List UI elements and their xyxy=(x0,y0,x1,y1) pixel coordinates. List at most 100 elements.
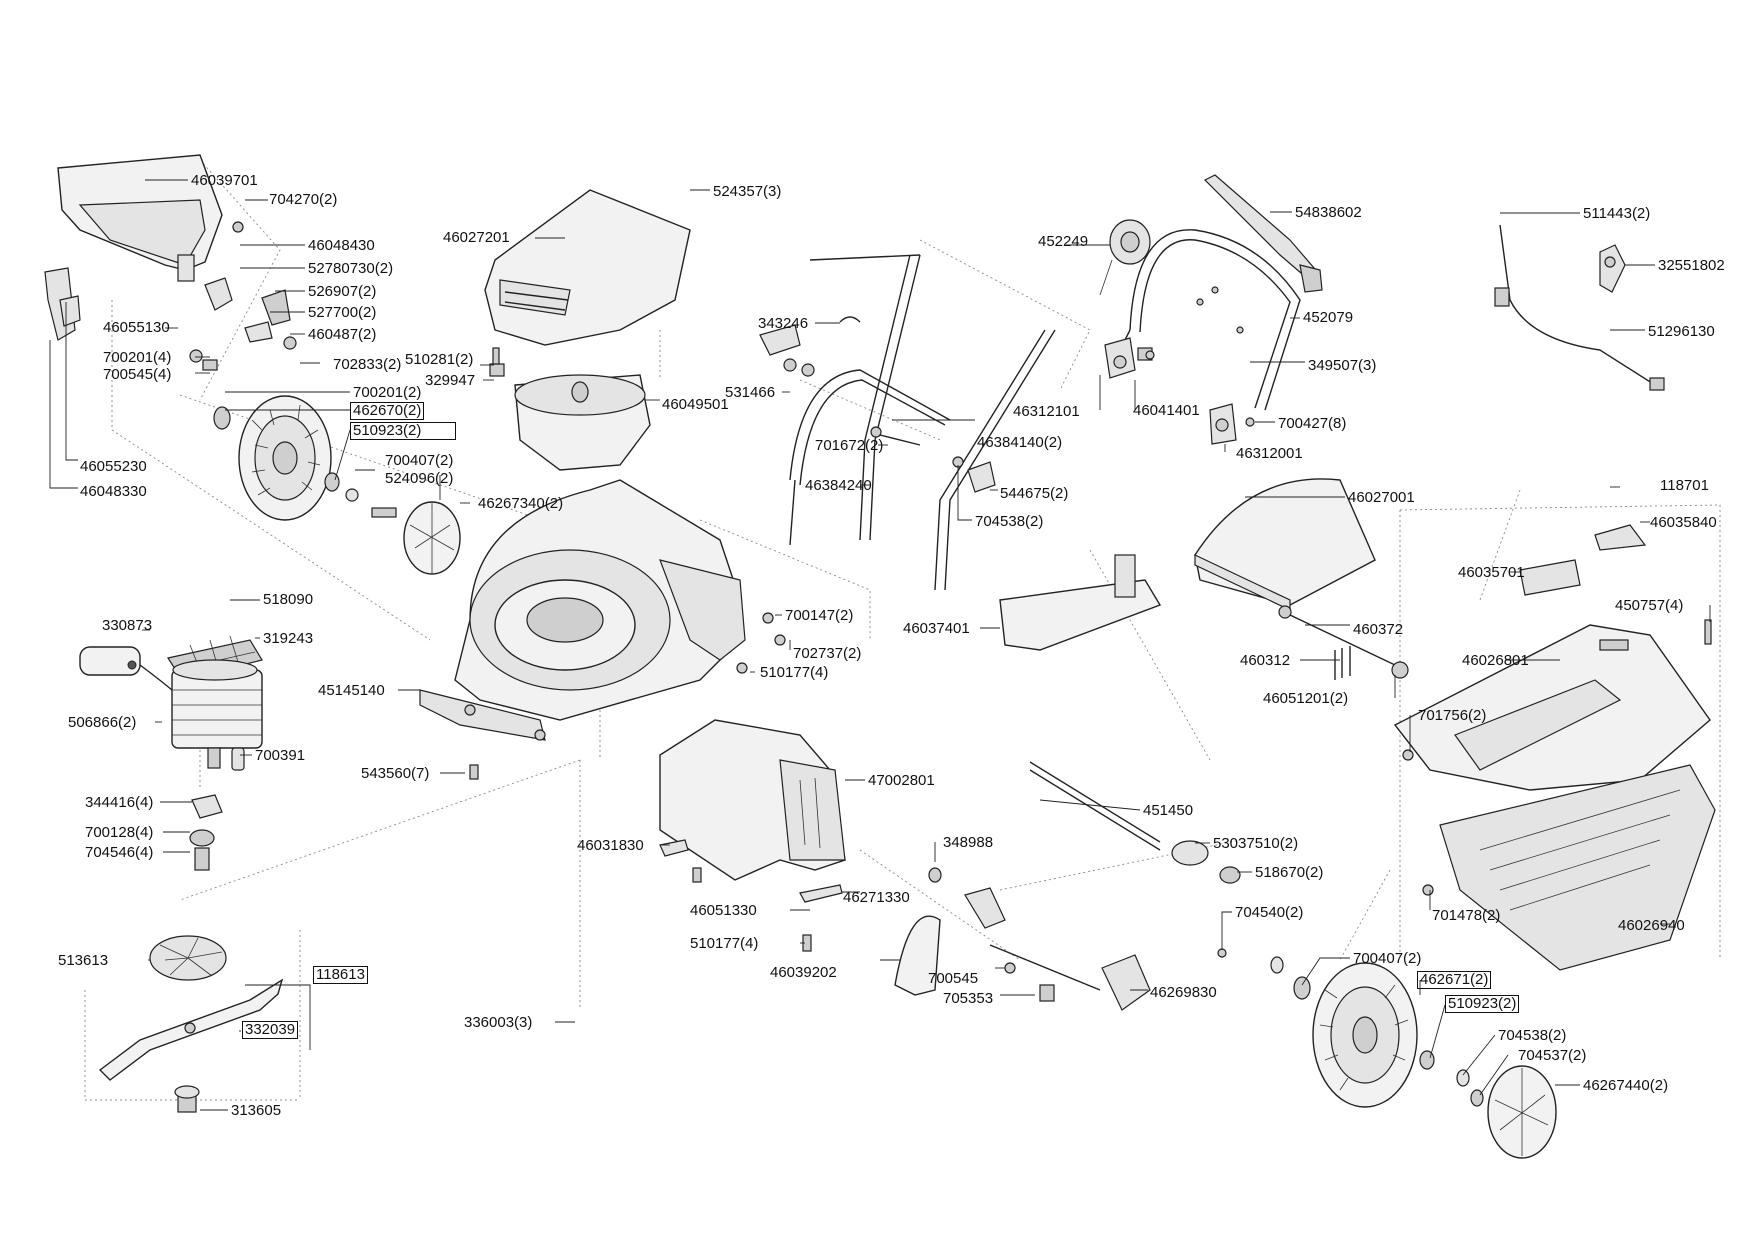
part-label: 704538(2) xyxy=(1498,1027,1567,1044)
part-label: 451450 xyxy=(1143,802,1194,819)
part-label-boxed: 332039 xyxy=(242,1021,299,1039)
grass-box-lid xyxy=(1194,478,1409,680)
part-label: 526907(2) xyxy=(308,283,377,300)
part-label: 336003(3) xyxy=(464,1014,533,1031)
part-label: 527700(2) xyxy=(308,304,377,321)
part-label: 46048430 xyxy=(308,237,375,254)
part-label: 329947 xyxy=(425,372,476,389)
part-label: 700201(4) xyxy=(103,349,172,366)
part-label: 700407(2) xyxy=(1353,950,1422,967)
deflector-chute xyxy=(999,554,1162,651)
part-label: 518090 xyxy=(263,591,314,608)
part-label: 544675(2) xyxy=(1000,485,1069,502)
part-label: 45145140 xyxy=(318,682,385,699)
part-label: 46267340(2) xyxy=(478,495,564,512)
part-label: 46384240 xyxy=(805,477,872,494)
part-label: 700147(2) xyxy=(785,607,854,624)
part-label: 460372 xyxy=(1353,621,1404,638)
rear-guard xyxy=(659,719,846,952)
part-label: 700201(2) xyxy=(353,384,422,401)
part-label: 543560(7) xyxy=(361,765,430,782)
part-label: 319243 xyxy=(263,630,314,647)
part-label: 118701 xyxy=(1660,477,1709,494)
part-label: 46035840 xyxy=(1650,514,1717,531)
part-label: 46027201 xyxy=(443,229,510,246)
part-label: 510281(2) xyxy=(405,351,474,368)
part-label: 46267440(2) xyxy=(1583,1077,1669,1094)
part-label: 46026801 xyxy=(1462,652,1529,669)
part-label: 53037510(2) xyxy=(1213,835,1299,852)
part-label: 700545(4) xyxy=(103,366,172,383)
part-label: 506866(2) xyxy=(68,714,137,731)
part-label: 46055130 xyxy=(103,319,170,336)
rear-left-wheel xyxy=(213,395,461,575)
part-label: 511443(2) xyxy=(1583,205,1651,222)
part-label: 46027001 xyxy=(1348,489,1415,506)
part-label: 46051330 xyxy=(690,902,757,919)
part-label: 524096(2) xyxy=(385,470,454,487)
upper-handle xyxy=(1099,174,1323,445)
part-label: 46048330 xyxy=(80,483,147,500)
part-label: 701672(2) xyxy=(815,437,884,454)
part-label: 513613 xyxy=(58,952,109,969)
part-label: 524357(3) xyxy=(713,183,782,200)
part-label: 704538(2) xyxy=(975,513,1044,530)
height-adjuster xyxy=(894,761,1241,1011)
part-label: 46269830 xyxy=(1150,984,1217,1001)
part-label: 54838602 xyxy=(1295,204,1362,221)
part-label-boxed: 462670(2) xyxy=(350,402,425,420)
part-label: 51296130 xyxy=(1648,323,1715,340)
part-label: 46271330 xyxy=(843,889,910,906)
part-label-boxed: 510923(2) xyxy=(1445,995,1520,1013)
part-label: 452249 xyxy=(1038,233,1089,250)
part-label: 700128(4) xyxy=(85,824,154,841)
part-label: 46384140(2) xyxy=(977,434,1063,451)
part-label: 510177(4) xyxy=(690,935,759,952)
leader-lines xyxy=(49,179,1711,1111)
electric-motor xyxy=(79,635,263,871)
part-label: 704546(4) xyxy=(85,844,154,861)
part-label: 348988 xyxy=(943,834,994,851)
part-label: 700391 xyxy=(255,747,306,764)
part-label: 700407(2) xyxy=(385,452,454,469)
part-label: 46039701 xyxy=(191,172,258,189)
part-label: 705353 xyxy=(943,990,994,1007)
part-label: 452079 xyxy=(1303,309,1354,326)
part-label: 702833(2) xyxy=(333,356,402,373)
part-label: 518670(2) xyxy=(1255,864,1324,881)
part-label: 704270(2) xyxy=(269,191,338,208)
part-label: 700545 xyxy=(928,970,979,987)
part-label: 460312 xyxy=(1240,652,1291,669)
engine-cover xyxy=(484,189,691,346)
part-label: 704537(2) xyxy=(1518,1047,1587,1064)
grass-collection-bag xyxy=(1393,524,1716,971)
part-label: 46312001 xyxy=(1236,445,1303,462)
part-label: 460487(2) xyxy=(308,326,377,343)
cutting-blade xyxy=(98,935,284,1113)
part-label: 344416(4) xyxy=(85,794,154,811)
part-label: 313605 xyxy=(231,1102,282,1119)
part-label: 46049501 xyxy=(662,396,729,413)
rear-right-wheel xyxy=(1270,956,1557,1159)
part-label: 46041401 xyxy=(1133,402,1200,419)
part-label-boxed: 510923(2) xyxy=(350,422,456,440)
part-label: 46031830 xyxy=(577,837,644,854)
part-label: 46051201(2) xyxy=(1263,690,1349,707)
part-label: 343246 xyxy=(758,315,809,332)
part-label: 701756(2) xyxy=(1418,707,1487,724)
part-label: 349507(3) xyxy=(1308,357,1377,374)
motor-housing xyxy=(489,347,651,471)
part-label: 450757(4) xyxy=(1615,597,1684,614)
cable-and-switch xyxy=(1494,224,1665,391)
part-label: 510177(4) xyxy=(760,664,829,681)
part-label: 46312101 xyxy=(1013,403,1080,420)
part-label: 704540(2) xyxy=(1235,904,1304,921)
part-label: 46035701 xyxy=(1458,564,1525,581)
part-label: 46037401 xyxy=(903,620,970,637)
part-label: 531466 xyxy=(725,384,776,401)
rear-flap xyxy=(44,154,297,371)
part-label: 701478(2) xyxy=(1432,907,1501,924)
lower-handle xyxy=(759,254,1056,591)
part-label: 52780730(2) xyxy=(308,260,394,277)
